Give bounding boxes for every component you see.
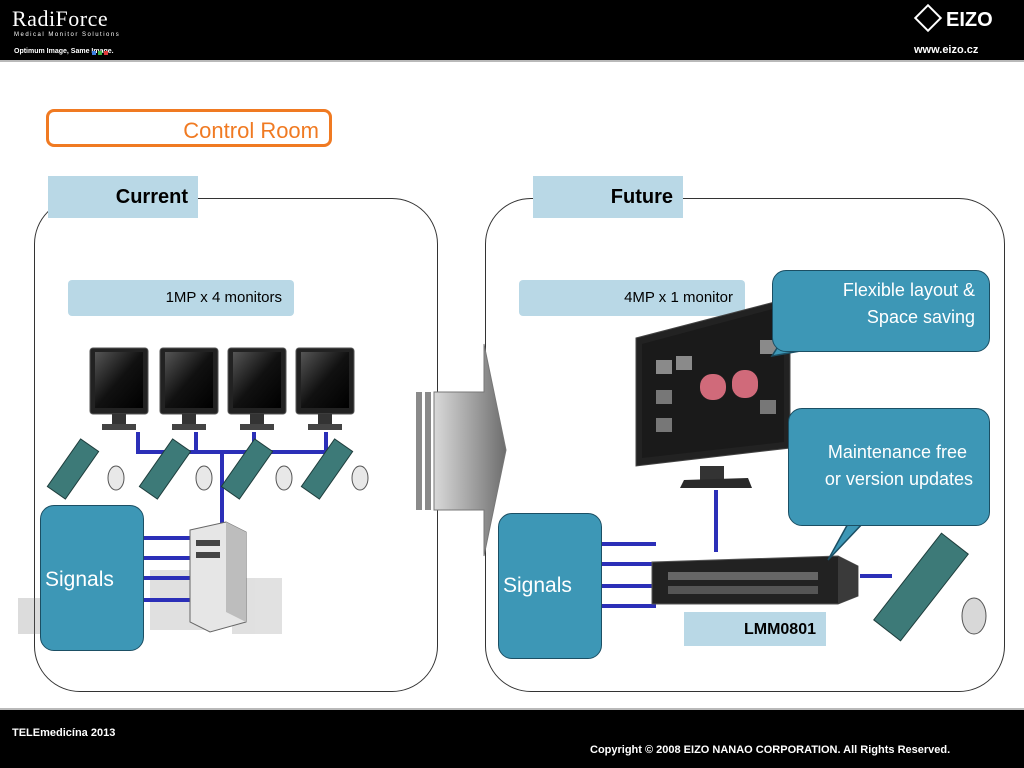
callout-maintenance-line-1: Maintenance free <box>827 442 967 462</box>
callout-flexible-line-2: Space saving <box>866 307 975 327</box>
eizo-logo-text: EIZO <box>946 9 993 31</box>
keyboard-icon <box>300 438 354 500</box>
monitor-icon <box>227 347 287 430</box>
mouse-icon <box>275 465 293 491</box>
footer-bar <box>0 710 1024 768</box>
footer-divider <box>0 708 1024 710</box>
keyboard-icon <box>138 438 192 500</box>
header-bar <box>0 0 1024 60</box>
mouse-icon <box>195 465 213 491</box>
callout-maintenance-line-2: or version updates <box>824 469 973 489</box>
future-signals-box: Signals <box>498 513 602 659</box>
eizo-logo: EIZO <box>913 3 993 33</box>
monitor-icon <box>159 347 219 430</box>
header-divider <box>0 60 1024 62</box>
mouse-icon <box>961 597 987 635</box>
page-title-box: Control Room <box>46 109 332 147</box>
footer-copyright: Copyright © 2008 EIZO NANAO CORPORATION.… <box>590 744 951 756</box>
future-tab: Future <box>533 176 683 218</box>
keyboard-icon <box>220 438 274 500</box>
current-signals-box: Signals <box>40 505 144 651</box>
future-config-label: 4MP x 1 monitor <box>519 280 745 316</box>
monitor-icon <box>89 347 149 430</box>
arrow-right-icon <box>416 343 507 557</box>
mouse-icon <box>107 465 125 491</box>
current-cables <box>136 432 328 602</box>
keyboard-icon <box>873 532 969 642</box>
brand-logo: RadiForce <box>12 6 109 31</box>
callout-flexible-line-1: Flexible layout & <box>842 280 975 300</box>
page-title: Control Room <box>183 118 319 143</box>
footer-event: TELEmedicína 2013 <box>12 727 116 739</box>
brand-subtitle: Medical Monitor Solutions <box>14 32 121 38</box>
kvm-switch-icon <box>651 555 859 605</box>
website-link[interactable]: www.eizo.cz <box>914 44 979 56</box>
brand-dots-icon <box>92 42 110 60</box>
device-label: LMM0801 <box>684 612 826 646</box>
future-signals-label: Signals <box>503 574 572 597</box>
callout-flexible-layout: Flexible layout & Space saving <box>772 270 990 352</box>
current-config-label: 1MP x 4 monitors <box>68 280 294 316</box>
mouse-icon <box>351 465 369 491</box>
computer-tower-icon <box>189 521 247 633</box>
current-tab: Current <box>48 176 198 218</box>
monitor-icon <box>635 297 791 488</box>
callout-maintenance-free: Maintenance free or version updates <box>788 408 990 526</box>
brand-tagline: Optimum Image, Same Image. <box>14 48 114 55</box>
future-cables <box>601 490 892 608</box>
monitor-icon <box>295 347 355 430</box>
current-signals-label: Signals <box>45 568 114 591</box>
keyboard-icon <box>46 438 100 500</box>
